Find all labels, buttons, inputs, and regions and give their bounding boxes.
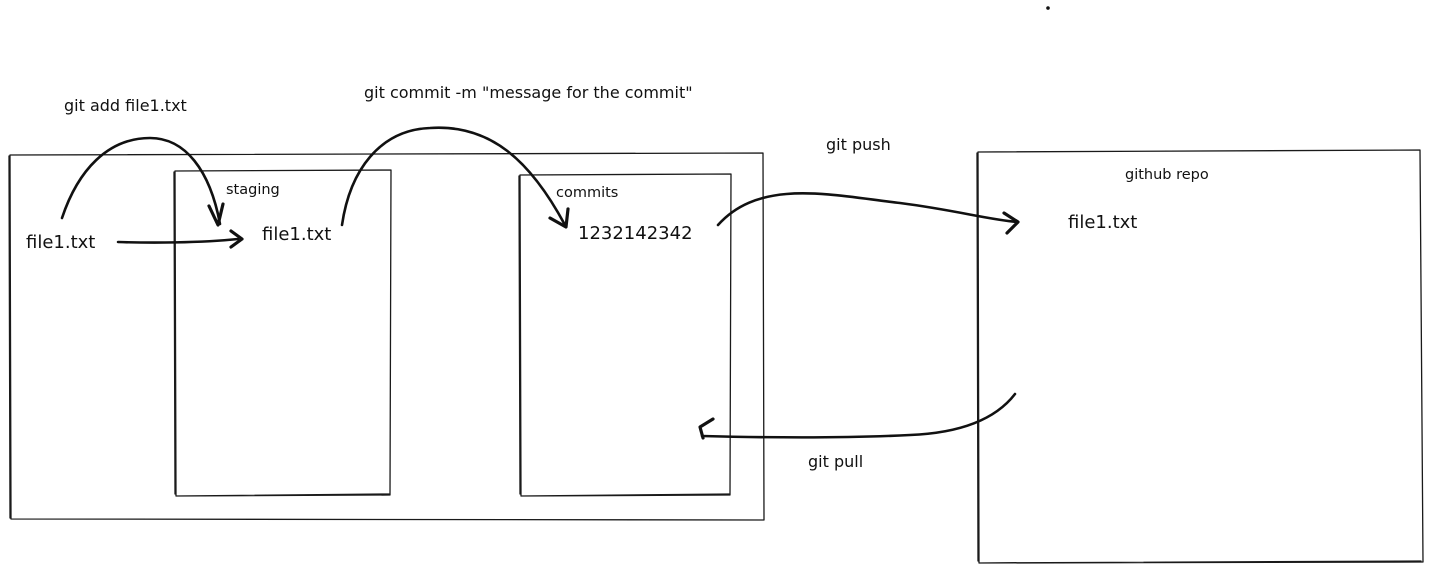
git-add-arrow: [60, 136, 225, 227]
staged-file-label: file1.txt: [262, 224, 331, 245]
git-add-label: git add file1.txt: [64, 96, 187, 115]
github-repo-title: github repo: [1125, 167, 1209, 183]
commits-box: [518, 173, 732, 497]
working-file-label: file1.txt: [26, 232, 95, 253]
remote-file-label: file1.txt: [1068, 212, 1137, 233]
github-repo-box: [976, 149, 1424, 564]
git-pull-arrow: [698, 392, 1017, 440]
stray-dot: [1046, 6, 1050, 10]
git-push-label: git push: [826, 135, 891, 154]
staging-box: [173, 169, 392, 497]
git-push-arrow: [716, 192, 1020, 235]
commits-title: commits: [556, 185, 618, 201]
local-repo-box: [8, 152, 765, 521]
git-pull-label: git pull: [808, 452, 863, 471]
git-commit-label: git commit -m "message for the commit": [364, 83, 693, 102]
working-to-staging-arrow: [116, 229, 244, 249]
commit-hash-label: 1232142342: [578, 223, 693, 244]
staging-title: staging: [226, 182, 280, 198]
git-commit-arrow: [340, 126, 570, 229]
